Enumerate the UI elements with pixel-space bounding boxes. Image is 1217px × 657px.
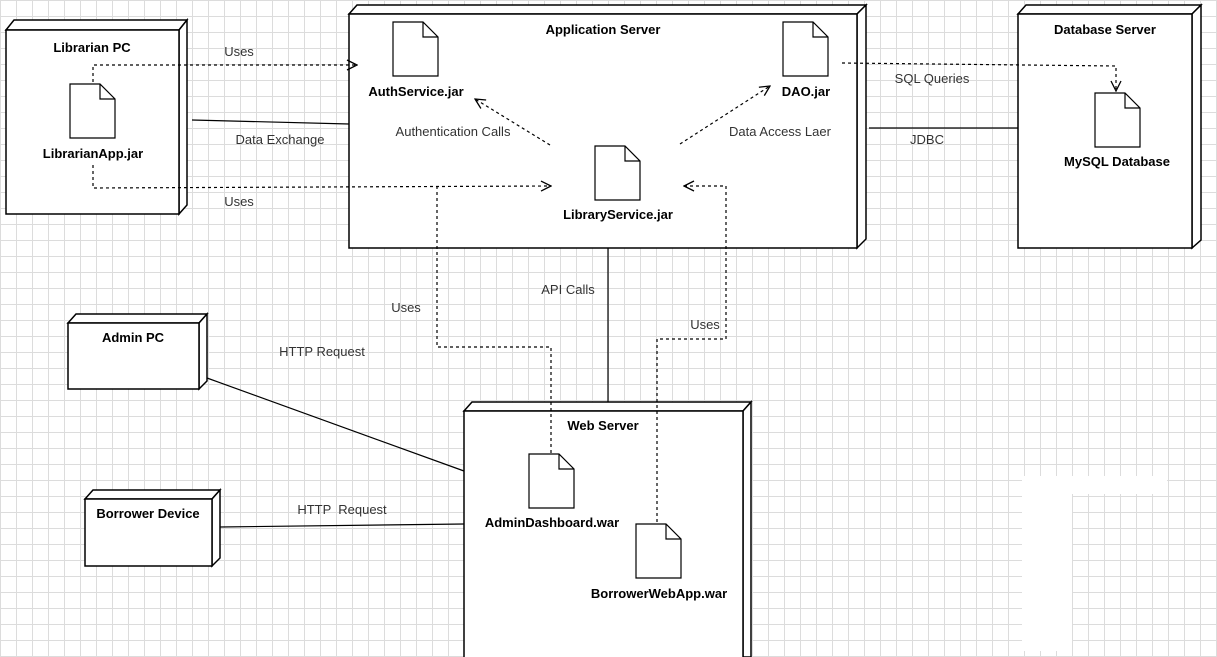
edge-uses-auth (92, 65, 357, 82)
node-title-web-server: Web Server (567, 418, 638, 433)
artifact-label-admin-dashboard: AdminDashboard.war (485, 515, 619, 530)
file-icon (635, 523, 682, 579)
node-borrower-device[interactable]: Borrower Device (83, 488, 222, 568)
node-title-database-server: Database Server (1054, 22, 1156, 37)
artifact-label-mysql-database: MySQL Database (1064, 154, 1170, 169)
artifact-label-library-service: LibraryService.jar (563, 207, 673, 222)
edge-label-data-exchange: Data Exchange (236, 132, 325, 147)
artifact-borrower-webapp[interactable]: BorrowerWebApp.war (591, 523, 727, 601)
blank-area (1022, 476, 1072, 651)
edge-label-jdbc: JDBC (910, 132, 944, 147)
node-title-librarian-pc: Librarian PC (53, 40, 131, 55)
file-icon (528, 453, 575, 509)
file-icon (69, 83, 116, 139)
edge-label-data-access: Data Access Laer (729, 124, 832, 139)
edge-data-exchange (191, 119, 350, 125)
artifact-label-borrower-webapp: BorrowerWebApp.war (591, 586, 727, 601)
artifact-label-dao: DAO.jar (782, 84, 830, 99)
artifact-auth-service[interactable]: AuthService.jar (368, 21, 464, 99)
edge-authentication-calls (475, 99, 551, 146)
edge-uses-admin (436, 186, 552, 453)
node-title-application-server: Application Server (546, 22, 661, 37)
artifact-mysql-database[interactable]: MySQL Database (1064, 92, 1170, 169)
edge-label-uses-auth: Uses (224, 44, 254, 59)
file-icon (392, 21, 439, 77)
node-web-server[interactable]: Web Server (462, 400, 753, 657)
edge-uses-library (92, 165, 551, 188)
edge-http-borrower (219, 523, 465, 528)
edge-label-http-borrower: HTTP Request (297, 502, 387, 517)
edge-label-uses-admin: Uses (391, 300, 421, 315)
artifact-dao[interactable]: DAO.jar (782, 21, 830, 99)
edge-label-api-calls: API Calls (541, 282, 595, 297)
edge-label-authentication-calls: Authentication Calls (396, 124, 511, 139)
artifact-label-auth-service: AuthService.jar (368, 84, 463, 99)
file-icon (782, 21, 829, 77)
node-admin-pc[interactable]: Admin PC (66, 312, 209, 391)
node-title-admin-pc: Admin PC (102, 330, 165, 345)
artifact-library-service[interactable]: LibraryService.jar (563, 145, 673, 222)
edge-http-admin (206, 377, 465, 472)
edge-label-http-admin: HTTP Request (279, 344, 365, 359)
blank-area-top (1022, 476, 1167, 494)
artifact-label-librarian-app: LibrarianApp.jar (43, 146, 143, 161)
file-icon (1094, 92, 1141, 148)
node-title-borrower-device: Borrower Device (96, 506, 199, 521)
edge-label-sql-queries: SQL Queries (895, 71, 970, 86)
artifact-admin-dashboard[interactable]: AdminDashboard.war (485, 453, 619, 530)
file-icon (594, 145, 641, 201)
edge-uses-borrower (656, 186, 727, 522)
edge-label-uses-library: Uses (224, 194, 254, 209)
edge-label-uses-borrower: Uses (690, 317, 720, 332)
artifact-librarian-app[interactable]: LibrarianApp.jar (43, 83, 143, 161)
edge-sql-queries (841, 62, 1116, 91)
